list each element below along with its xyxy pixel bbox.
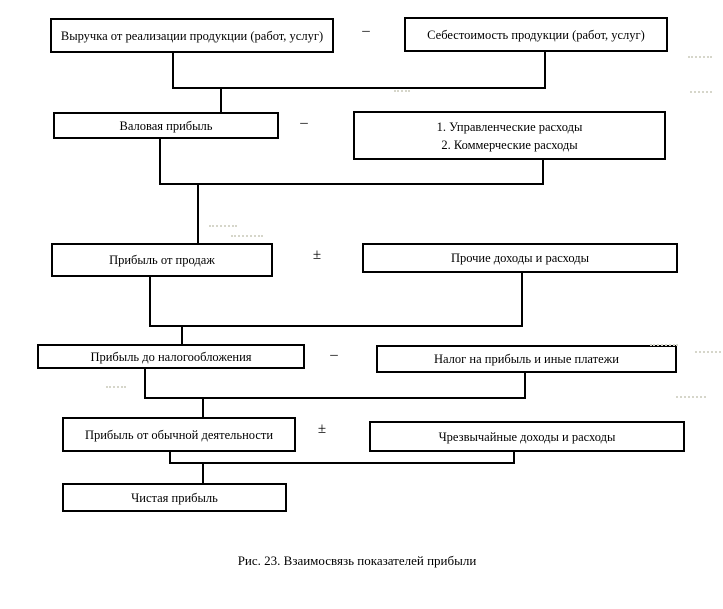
box-tax: Налог на прибыль и иные платежи (376, 345, 677, 373)
box-gross-profit: Валовая прибыль (53, 112, 279, 139)
connector-into-net (202, 464, 204, 484)
box-extraordinary-income-expenses: Чрезвычайные доходы и расходы (369, 421, 685, 452)
operator-minus-3: – (330, 347, 338, 363)
box-other-income-expenses: Прочие доходы и расходы (362, 243, 678, 273)
noise-artifact (106, 386, 126, 388)
connector-other-down (521, 273, 523, 327)
noise-artifact (695, 351, 721, 353)
figure-caption: Рис. 23. Взаимосвязь показателей прибыли (237, 553, 477, 568)
noise-artifact (394, 90, 410, 92)
connector-merge-1 (172, 87, 546, 89)
connector-into-gross (220, 88, 222, 113)
connector-tax-down (524, 373, 526, 399)
box-expenses-line1: 1. Управленческие расходы (436, 119, 583, 134)
box-tax-label: Налог на прибыль и иные платежи (434, 352, 619, 366)
noise-artifact (231, 235, 263, 237)
connector-into-pretax (181, 327, 183, 345)
connector-merge-2 (159, 183, 544, 185)
box-net-profit-label: Чистая прибыль (131, 490, 218, 505)
box-sales-profit: Прибыль от продаж (51, 243, 273, 277)
connector-merge-3 (149, 325, 523, 327)
noise-artifact (676, 396, 706, 398)
box-cost-label: Себестоимость продукции (работ, услуг) (427, 27, 645, 42)
box-pretax-profit-label: Прибыль до налогообложения (90, 349, 252, 364)
box-expenses-line2: 2. Коммерческие расходы (441, 137, 578, 152)
connector-revenue-down (172, 53, 174, 89)
operator-plusminus-2: ± (317, 421, 327, 437)
box-expenses: 1. Управленческие расходы 2. Коммерчески… (353, 111, 666, 160)
connector-into-ordinary (202, 399, 204, 418)
connector-cost-down (544, 52, 546, 89)
box-gross-profit-label: Валовая прибыль (119, 118, 213, 133)
connector-sales-down (149, 277, 151, 327)
box-ordinary-activity-profit-label: Прибыль от обычной деятельности (84, 427, 274, 442)
box-other-income-expenses-label: Прочие доходы и расходы (450, 251, 590, 265)
connector-extraordinary-down (513, 452, 515, 464)
box-cost: Себестоимость продукции (работ, услуг) (404, 17, 668, 52)
operator-minus-2: – (300, 115, 308, 131)
box-extraordinary-income-expenses-label: Чрезвычайные доходы и расходы (438, 429, 616, 444)
box-ordinary-activity-profit: Прибыль от обычной деятельности (62, 417, 296, 452)
box-revenue-label: Выручка от реализации продукции (работ, … (60, 28, 324, 43)
box-pretax-profit: Прибыль до налогообложения (37, 344, 305, 369)
operator-minus-1: – (362, 23, 370, 39)
connector-merge-4 (144, 397, 526, 399)
connector-pretax-down (144, 369, 146, 399)
noise-artifact (209, 225, 237, 227)
noise-artifact (688, 56, 712, 58)
box-revenue: Выручка от реализации продукции (работ, … (50, 18, 334, 53)
connector-expenses-down (542, 160, 544, 185)
box-sales-profit-label: Прибыль от продаж (109, 253, 215, 267)
noise-artifact (690, 91, 712, 93)
connector-into-sales (197, 185, 199, 243)
box-net-profit: Чистая прибыль (62, 483, 287, 512)
connector-ordinary-down (169, 452, 171, 464)
connector-merge-5 (169, 462, 515, 464)
operator-plusminus-1: ± (312, 247, 322, 263)
noise-artifact (650, 344, 678, 346)
connector-gross-down (159, 139, 161, 185)
